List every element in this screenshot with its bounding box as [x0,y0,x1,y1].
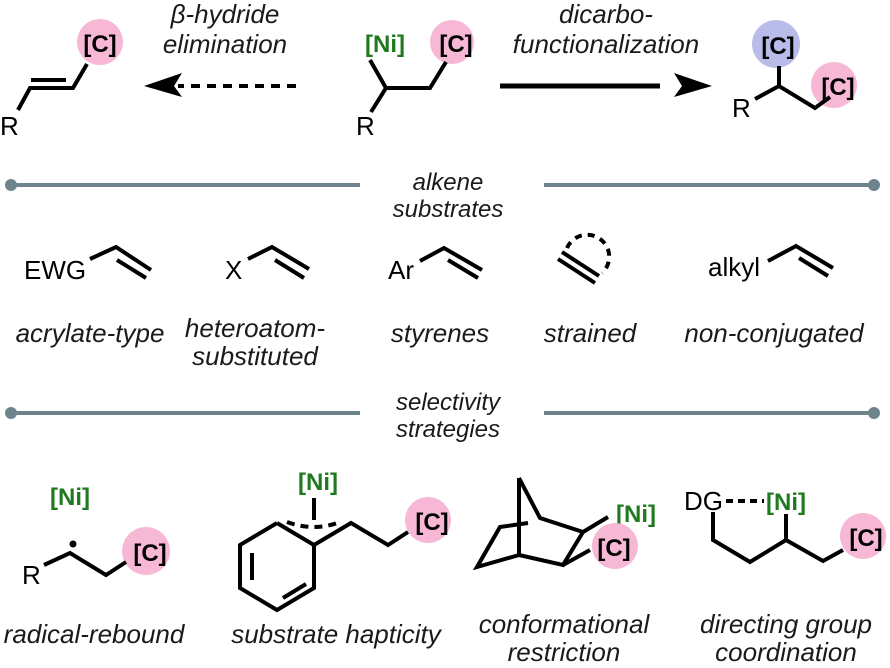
section-title-line-1: selectivity [396,389,502,416]
alkene-caption-line-1: heteroatom- [185,313,326,343]
double-bond [560,250,601,278]
substituent-label: EWG [24,255,86,285]
strategy-substrate-hapticity: [Ni] [C] substrate hapticity [231,469,451,649]
carbon-circle-pink [77,19,123,65]
radical-dot [69,540,77,548]
divider-endpoint [5,179,17,191]
strategy-caption: radical-rebound [4,619,186,649]
chain-bond [312,520,410,548]
carbon-circle-pink [405,497,451,543]
nickel-bond [581,515,610,534]
strategy-caption-line-1: conformational [479,609,651,639]
carbon-group-label: [C] [849,525,882,552]
carbon-group-label: [C] [133,540,166,567]
alkene-caption: styrenes [391,318,489,348]
strategy-caption-line-2: restriction [508,637,621,667]
alkene-non-conjugated: alkyl non-conjugated [684,243,865,348]
beta-hydride-elimination-arrow: β-hydride elimination [144,0,296,97]
r-substituent: R [22,560,41,590]
arrowhead-icon [144,73,182,97]
left-product-alkene: [C] R [0,19,123,141]
bond [754,83,832,111]
carbon-group-label: [C] [83,31,116,58]
strategy-conformational-restriction: [Ni] [C] conformational restriction [472,477,656,667]
nickel-label: [Ni] [298,469,338,496]
strategy-caption: substrate hapticity [231,619,443,649]
arrow-label-line-2: elimination [163,29,287,59]
nickel-label: [Ni] [50,484,90,511]
bond [89,244,153,272]
ring-bond [517,477,587,568]
carbon-group-label: [C] [415,509,448,536]
carbon-circle-blue [752,20,800,68]
divider-endpoint [5,407,17,419]
substituent-label: alkyl [708,252,760,282]
r-substituent: R [0,111,19,141]
bond [16,62,89,111]
section-divider-alkene: alkene substrates [5,169,880,223]
alkene-acrylate-type: EWG acrylate-type [16,244,165,348]
divider-endpoint [868,179,880,191]
carbon-group-label-top: [C] [761,33,794,60]
carbon-bond [562,548,591,567]
divider-endpoint [868,407,880,419]
carbon-group-label-right: [C] [821,74,854,101]
carbon-circle-pink [430,20,474,64]
bond [419,245,484,272]
nickel-label: [Ni] [766,489,806,516]
bond [368,59,448,90]
bond [369,86,388,114]
r-substituent: R [356,111,375,141]
double-bond [115,258,148,280]
arrow-label-line-1: dicarbo- [559,0,653,29]
dicarbofunctionalization-arrow: dicarbo- functionalization [500,0,712,97]
alkene-caption-line-2: substituted [192,341,319,371]
strategy-caption-line-2: coordination [715,637,857,667]
chain-bond [711,512,844,565]
ring-bond [472,478,529,571]
double-bond [797,256,830,278]
alkene-caption: strained [544,318,638,348]
double-bond [446,258,480,280]
directing-group-label: DG [684,486,723,516]
strategy-radical-rebound: [Ni] [C] R radical-rebound [4,484,186,649]
bond [767,243,835,270]
dicarbofunctionalized-product: [C] [C] R [732,20,857,123]
bond [247,244,311,271]
double-bond [556,257,597,285]
carbon-circle-pink [840,513,886,559]
alkene-heteroatom-substituted: X heteroatom- substituted [185,244,326,371]
alkene-styrenes: Ar styrenes [388,245,489,348]
nickel-label: [Ni] [616,501,656,528]
r-substituent: R [732,93,751,123]
substituent-label: X [225,255,242,285]
arrow-label-line-2: functionalization [513,29,699,59]
alkene-caption: acrylate-type [16,318,165,348]
carbon-circle-pink [592,523,638,569]
section-title-line-2: strategies [396,416,500,443]
double-bond [273,258,306,280]
ring-double-bond [281,582,308,600]
strategy-caption-line-1: directing group [700,609,872,639]
section-title-line-2: substrates [393,196,504,223]
alkylnickel-intermediate: [C] [Ni] R [356,20,474,141]
nickel-label: [Ni] [365,31,405,58]
dashed-ring [565,232,612,275]
substituent-label: Ar [388,255,414,285]
carbon-circle-pink [122,527,170,575]
alkene-strained: strained [544,232,638,348]
carbon-group-label: [C] [439,31,472,58]
carbon-circle-pink [811,62,857,108]
eta-coordination-dashes [286,520,341,529]
arrowhead-icon [674,73,712,97]
bond [43,550,128,578]
carbon-group-label: [C] [597,535,630,562]
alkene-caption: non-conjugated [684,318,865,348]
arrow-label-line-1: β-hydride [170,0,280,29]
strategy-directing-group-coordination: DG [Ni] [C] directing group coordination [684,486,886,667]
section-title-line-1: alkene [413,169,484,196]
section-divider-selectivity: selectivity strategies [5,389,880,443]
